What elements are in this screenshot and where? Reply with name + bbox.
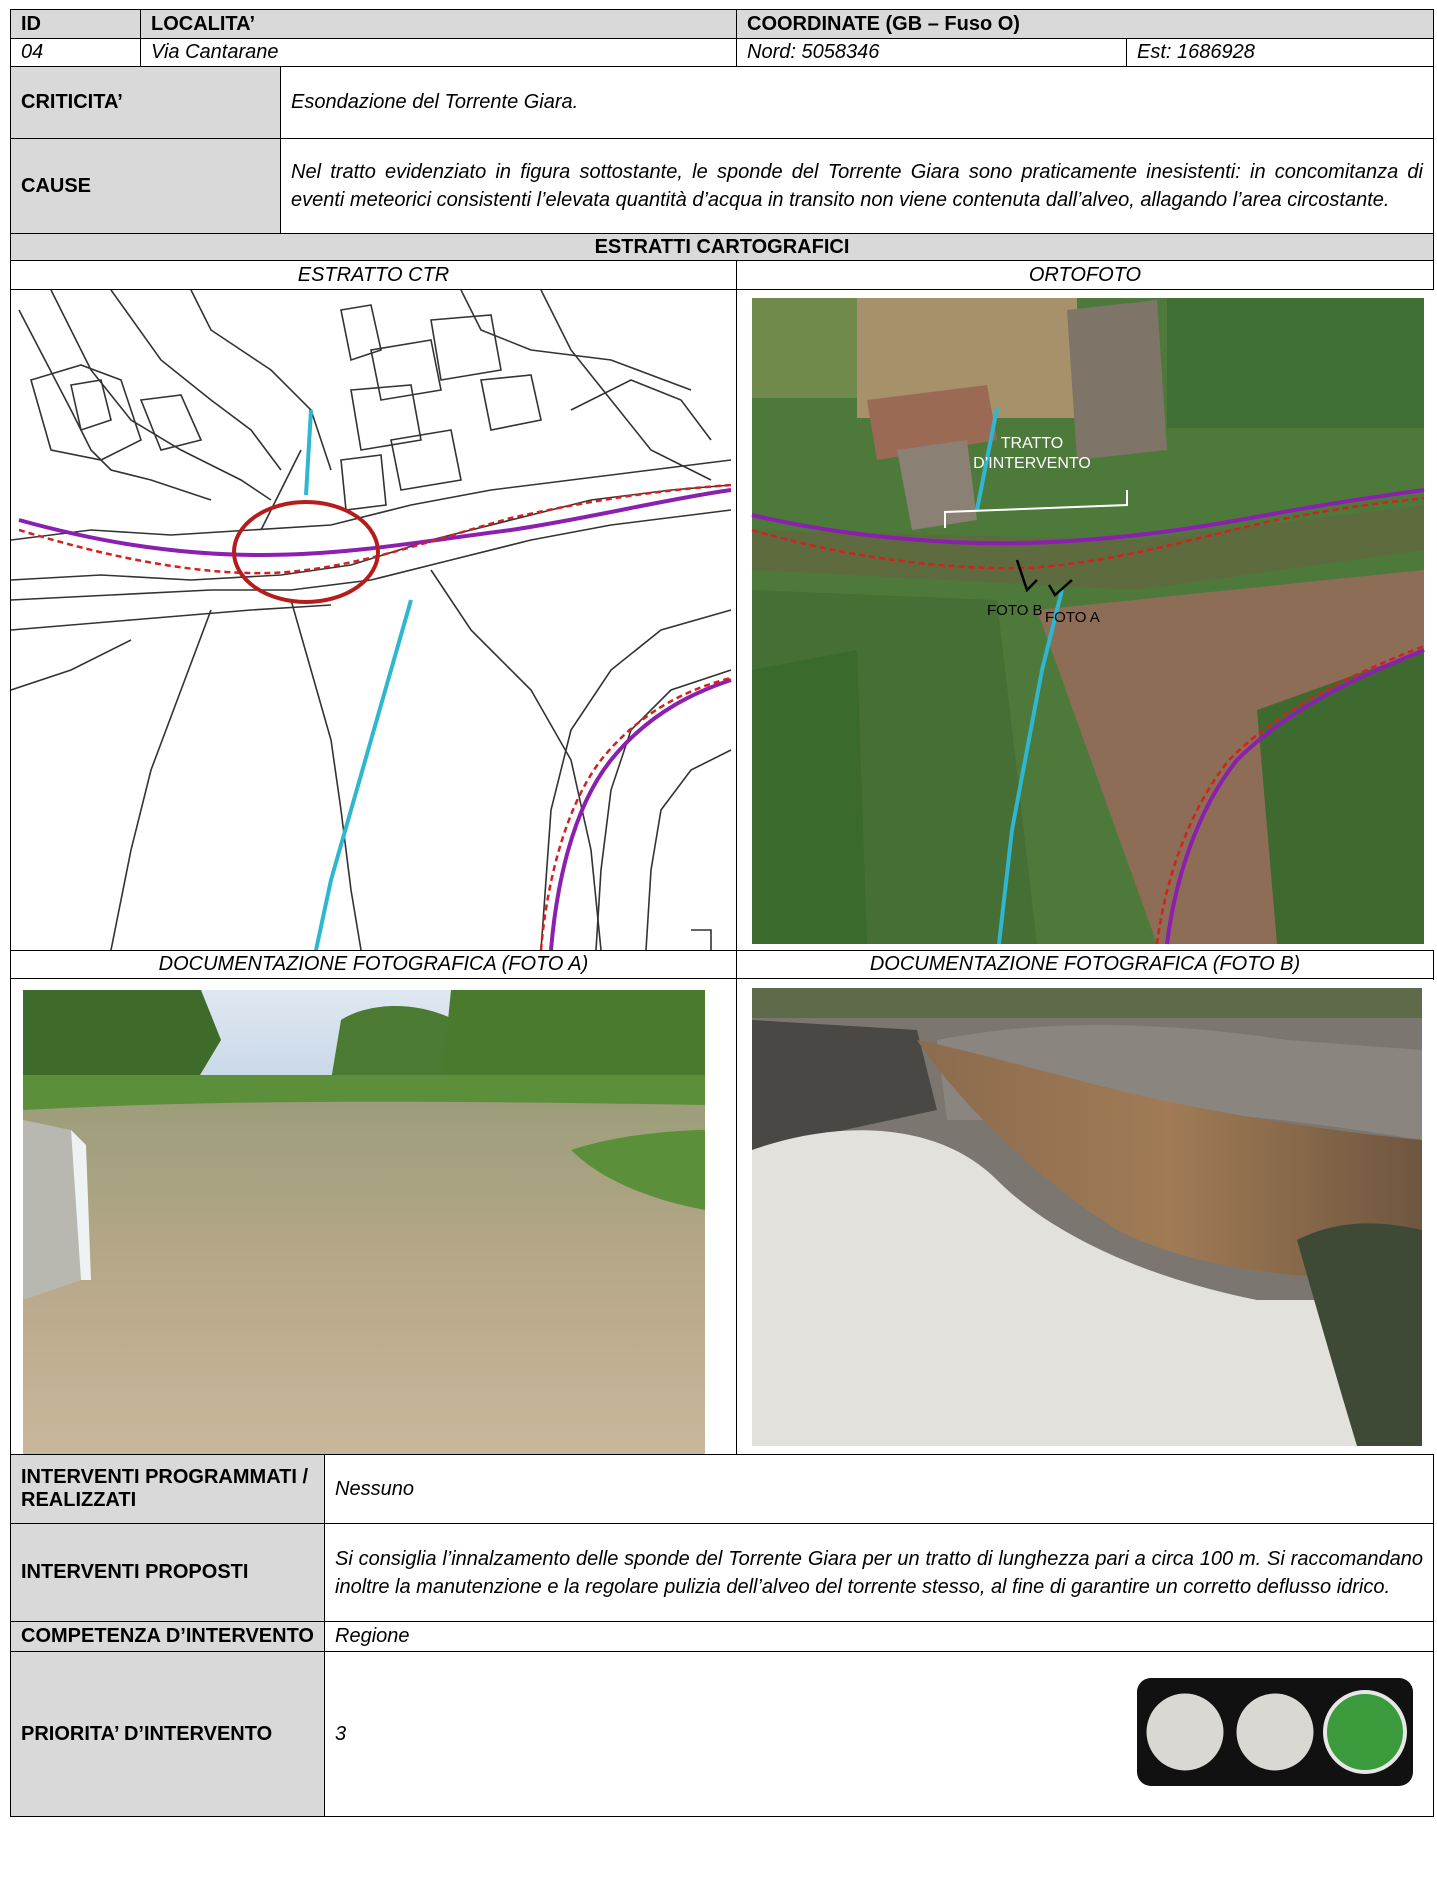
localita-value: Via Cantarane bbox=[140, 38, 737, 67]
traffic-light-icon bbox=[1137, 1678, 1413, 1786]
cause-label: CAUSE bbox=[10, 138, 281, 234]
orto-label: ORTOFOTO bbox=[736, 260, 1434, 290]
ortofoto-cell: TRATTO D’INTERVENTO FOTO B FOTO A bbox=[736, 289, 1434, 951]
criticita-label: CRITICITA’ bbox=[10, 66, 281, 139]
foto-a-label: DOCUMENTAZIONE FOTOGRAFICA (FOTO A) bbox=[10, 950, 737, 979]
criticita-value: Esondazione del Torrente Giara. bbox=[280, 66, 1434, 139]
priorita-value: 3 bbox=[335, 1722, 347, 1745]
foto-a-cell bbox=[10, 978, 737, 1455]
foto-b-marker: FOTO B bbox=[987, 602, 1043, 619]
foto-b-image bbox=[737, 979, 1434, 1454]
id-value: 04 bbox=[10, 38, 141, 67]
light-3 bbox=[1323, 1690, 1407, 1774]
competenza-label: COMPETENZA D’INTERVENTO bbox=[10, 1621, 325, 1652]
nord-value: Nord: 5058346 bbox=[736, 38, 1127, 67]
foto-b-label: DOCUMENTAZIONE FOTOGRAFICA (FOTO B) bbox=[736, 950, 1434, 979]
light-2 bbox=[1233, 1690, 1317, 1774]
id-label: ID bbox=[10, 9, 141, 39]
tratto-label-2: D’INTERVENTO bbox=[973, 455, 1091, 472]
priorita-label: PRIORITA’ D’INTERVENTO bbox=[10, 1651, 325, 1817]
foto-a-image bbox=[11, 979, 736, 1454]
coordinate-label: COORDINATE (GB – Fuso O) bbox=[736, 9, 1434, 39]
competenza-value: Regione bbox=[324, 1621, 1434, 1652]
cause-value: Nel tratto evidenziato in figura sottost… bbox=[280, 138, 1434, 234]
ortofoto-map: TRATTO D’INTERVENTO FOTO B FOTO A bbox=[737, 290, 1434, 950]
foto-b-cell bbox=[736, 978, 1434, 1455]
proposti-label: INTERVENTI PROPOSTI bbox=[10, 1523, 325, 1622]
programmati-value: Nessuno bbox=[324, 1454, 1434, 1524]
tratto-label-1: TRATTO bbox=[1001, 435, 1064, 452]
scheda-table: ID LOCALITA’ COORDINATE (GB – Fuso O) 04… bbox=[10, 9, 1434, 1817]
priorita-cell: 3 bbox=[324, 1651, 1434, 1817]
ctr-map bbox=[11, 290, 736, 950]
ctr-label: ESTRATTO CTR bbox=[10, 260, 737, 290]
estratti-title: ESTRATTI CARTOGRAFICI bbox=[10, 233, 1434, 261]
proposti-value: Si consiglia l’innalzamento delle sponde… bbox=[324, 1523, 1434, 1622]
foto-a-marker: FOTO A bbox=[1045, 609, 1100, 626]
est-value: Est: 1686928 bbox=[1126, 38, 1434, 67]
programmati-label: INTERVENTI PROGRAMMATI / REALIZZATI bbox=[10, 1454, 325, 1524]
ctr-map-cell bbox=[10, 289, 737, 951]
localita-label: LOCALITA’ bbox=[140, 9, 737, 39]
scheda-criticita: ID LOCALITA’ COORDINATE (GB – Fuso O) 04… bbox=[10, 9, 1434, 1817]
light-1 bbox=[1143, 1690, 1227, 1774]
